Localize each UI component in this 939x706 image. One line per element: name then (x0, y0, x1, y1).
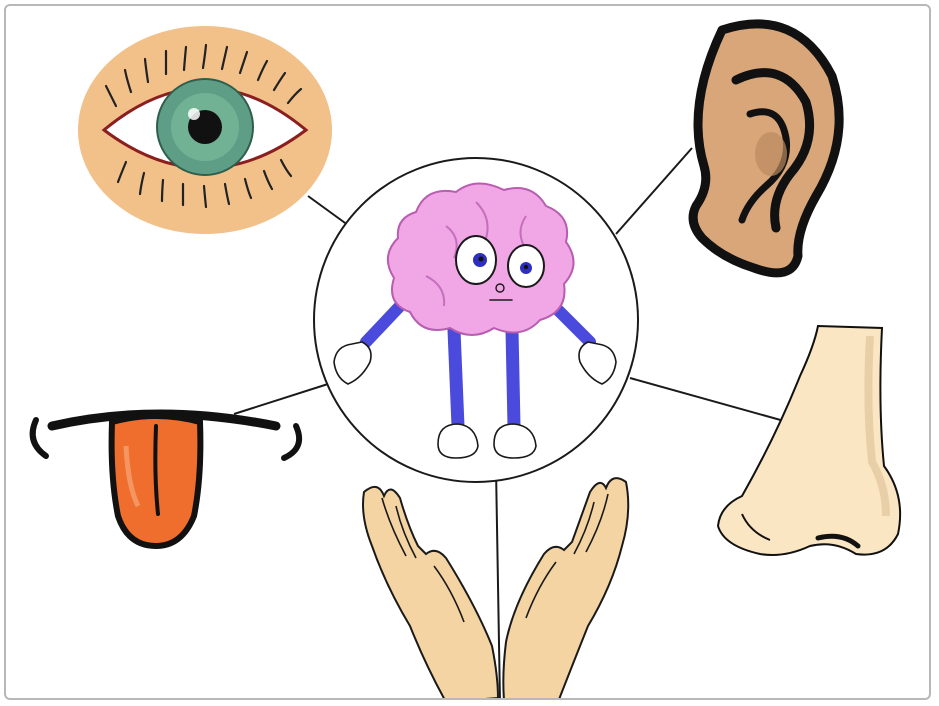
connector-tongue (234, 384, 328, 414)
connector-nose (630, 378, 802, 426)
connector-hands (496, 468, 500, 700)
diagram-frame (4, 4, 931, 700)
eye-icon (78, 26, 332, 234)
ear-icon (693, 24, 839, 273)
connector-ear (616, 148, 692, 234)
nose-icon (718, 326, 900, 555)
five-senses-diagram (6, 6, 931, 700)
hands-icon (363, 478, 628, 700)
tongue-icon (33, 414, 299, 546)
